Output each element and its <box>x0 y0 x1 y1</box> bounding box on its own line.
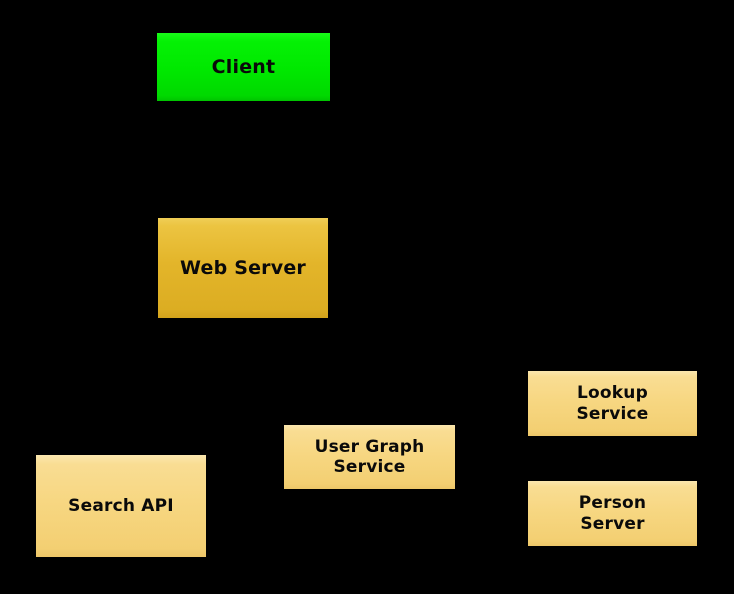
node-label-client: Client <box>211 55 276 78</box>
node-label-search-api: Search API <box>68 495 174 516</box>
node-search-api[interactable]: Search API <box>36 455 206 557</box>
node-label-web-server: Web Server <box>180 256 306 279</box>
node-label-lookup-service: Lookup Service <box>576 383 649 424</box>
node-client[interactable]: Client <box>157 33 330 101</box>
node-label-user-graph-service: User Graph Service <box>314 436 425 477</box>
node-label-person-server: Person Server <box>578 493 647 534</box>
node-web-server[interactable]: Web Server <box>158 218 328 318</box>
node-person-server[interactable]: Person Server <box>528 481 697 546</box>
node-lookup-service[interactable]: Lookup Service <box>528 371 697 436</box>
node-user-graph-service[interactable]: User Graph Service <box>284 425 455 489</box>
